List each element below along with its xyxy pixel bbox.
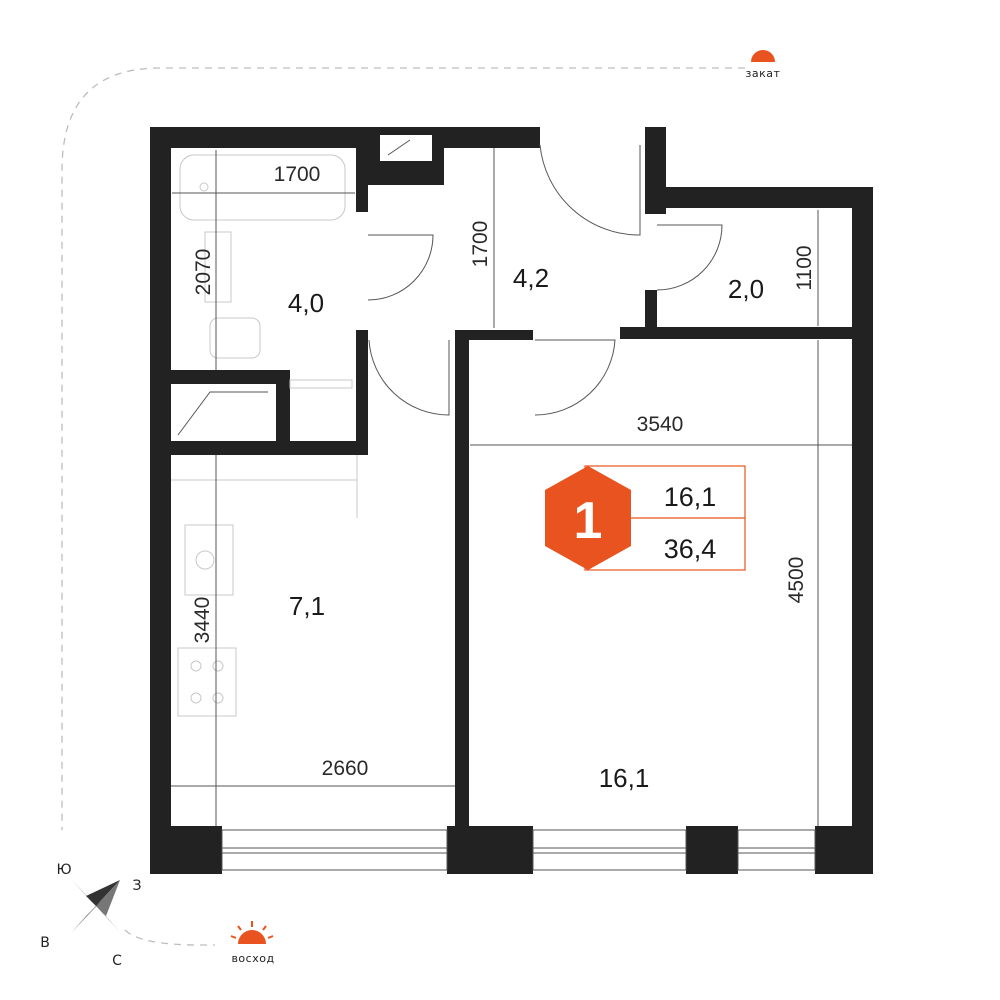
room-area-kitchen: 7,1 [289,591,325,621]
fixtures [171,154,358,717]
site-outline [61,67,745,830]
dim-bath-height: 2070 [192,249,215,296]
dim-living-height: 4500 [785,557,808,604]
room-area-hallway: 4,2 [513,263,549,293]
dim-bath-width: 1700 [274,163,321,186]
doors [367,144,723,416]
dim-hall-height: 1700 [469,221,492,268]
compass-rose-icon [72,880,120,932]
compass-north: С [112,953,122,969]
room-area-living: 16,1 [599,763,650,793]
compass-west: З [133,878,142,894]
dim-storage-height: 1100 [793,245,816,290]
badge-total-area: 36,4 [664,534,717,564]
sunset-label: закат [746,67,781,80]
badge-hexagon [545,466,631,570]
compass-east: В [40,935,50,951]
sunrise-label: восход [231,952,274,965]
dim-kitchen-height: 3440 [191,597,214,644]
windows [221,829,816,871]
badge-rooms-count: 1 [574,492,603,550]
compass-south: Ю [56,862,71,878]
walls [150,127,873,874]
sunrise-icon [230,921,274,944]
site-outline-bottom [124,929,215,946]
room-area-storage: 2,0 [728,274,764,304]
dim-kitchen-width: 2660 [322,757,369,780]
dim-living-width: 3540 [637,413,684,436]
room-area-bathroom: 4,0 [288,288,324,318]
apartment-badge: 1 16,1 36,4 [545,465,746,571]
dimension-lines [171,148,852,826]
sunset-icon [751,50,775,62]
badge-living-area: 16,1 [664,482,717,512]
